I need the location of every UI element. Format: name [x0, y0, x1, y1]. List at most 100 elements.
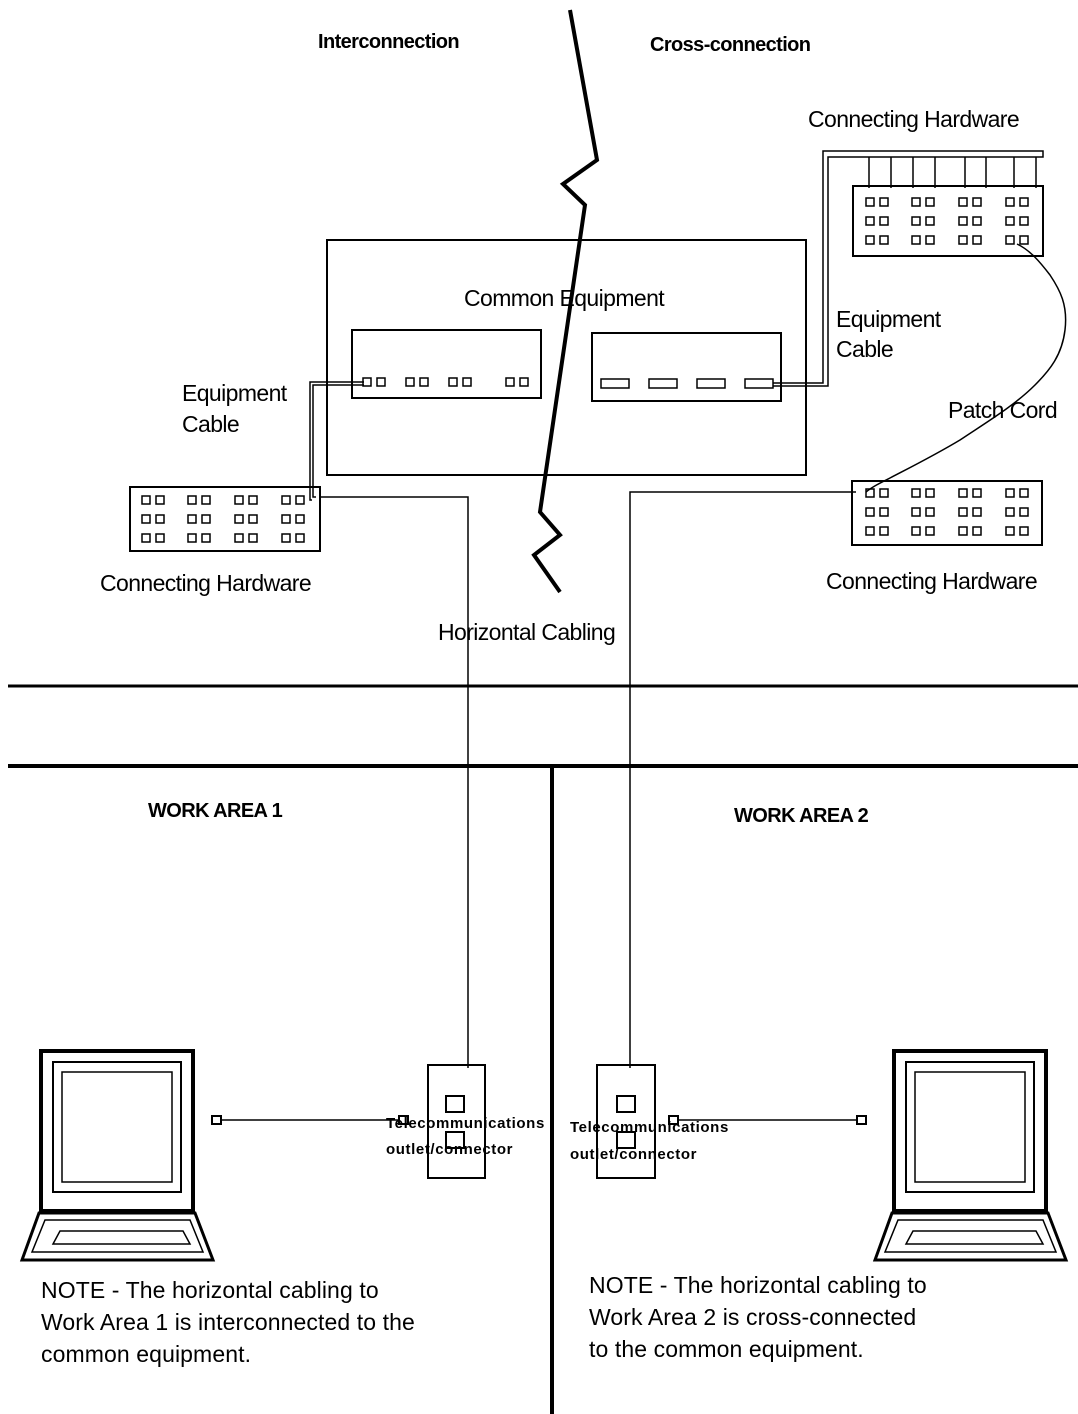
telecom-outlet-2 [596, 1064, 656, 1179]
note-wa2-line1: NOTE - The horizontal cabling to [589, 1272, 927, 1298]
port [187, 533, 197, 543]
label-outlet-1-line2: outlet/connector [386, 1141, 513, 1158]
port [879, 235, 889, 245]
port [141, 495, 151, 505]
separator-break-line [531, 9, 600, 594]
port [958, 507, 968, 517]
label-equipment-cable-left-2: Cable [182, 411, 239, 437]
port [1005, 488, 1015, 498]
label-equipment-cable-right-1: Equipment [836, 306, 942, 332]
equipment-cable-left-inner [312, 384, 364, 498]
port [141, 533, 151, 543]
label-equipment-cable-left-1: Equipment [182, 380, 288, 406]
port [972, 488, 982, 498]
equipment-right-ports [600, 378, 774, 389]
port [201, 533, 211, 543]
port [972, 526, 982, 536]
note-wa2-line2: Work Area 2 is cross-connected [589, 1304, 916, 1330]
top-bus-cable [773, 150, 1044, 387]
label-horizontal-cabling: Horizontal Cabling [438, 619, 615, 645]
label-cross-connection: Cross-connection [650, 34, 810, 56]
work-area-2-cable [668, 1115, 867, 1125]
port [958, 526, 968, 536]
horizontal-cable-wa1 [320, 496, 469, 1068]
port [1019, 507, 1029, 517]
port [879, 526, 889, 536]
port [1005, 197, 1015, 207]
port [911, 235, 921, 245]
port [201, 514, 211, 524]
label-outlet-2-line2: outlet/connector [570, 1146, 697, 1163]
port [1019, 526, 1029, 536]
label-interconnection: Interconnection [318, 31, 459, 53]
note-wa1-line1: NOTE - The horizontal cabling to [41, 1277, 379, 1303]
port [958, 197, 968, 207]
port [972, 197, 982, 207]
label-work-area-1: WORK AREA 1 [148, 800, 283, 822]
port [155, 514, 165, 524]
telecom-outlet-1 [427, 1064, 486, 1179]
port [201, 495, 211, 505]
left-hardware-ports [141, 495, 305, 543]
port [925, 216, 935, 226]
label-equipment-cable-right-2: Cable [836, 336, 893, 362]
equipment-left-ports [362, 377, 529, 387]
top-bus-drops [868, 157, 1037, 188]
port [248, 533, 258, 543]
port [1019, 488, 1029, 498]
port [879, 197, 889, 207]
label-connecting-hardware-right: Connecting Hardware [826, 568, 1037, 594]
top-right-hardware-ports [865, 197, 1029, 245]
horizontal-cable-wa2 [629, 491, 856, 1068]
port [879, 216, 889, 226]
label-patch-cord: Patch Cord [948, 397, 1057, 423]
label-outlet-1-line1: Telecommunications [386, 1115, 545, 1132]
equipment-right-panel [591, 332, 782, 402]
laptop-work-area-2 [872, 1049, 1069, 1262]
port [879, 488, 889, 498]
port [248, 495, 258, 505]
port [925, 197, 935, 207]
port [925, 488, 935, 498]
connecting-hardware-right [851, 480, 1043, 546]
port [911, 488, 921, 498]
port [879, 507, 889, 517]
note-wa1-line3: common equipment. [41, 1341, 251, 1367]
port [958, 488, 968, 498]
label-connecting-hardware-top-right: Connecting Hardware [808, 106, 1019, 132]
equipment-cable-left [309, 381, 364, 501]
port [972, 216, 982, 226]
port [958, 235, 968, 245]
note-wa2-line3: to the common equipment. [589, 1336, 864, 1362]
port [295, 495, 305, 505]
port [1019, 197, 1029, 207]
common-equipment-box [326, 239, 807, 476]
port [281, 495, 291, 505]
port [248, 514, 258, 524]
label-work-area-2: WORK AREA 2 [734, 805, 869, 827]
port [281, 533, 291, 543]
label-common-equipment: Common Equipment [464, 285, 665, 311]
port [1005, 235, 1015, 245]
work-area-1-cable [211, 1115, 409, 1125]
port [925, 507, 935, 517]
port [865, 526, 875, 536]
port [234, 495, 244, 505]
port [925, 235, 935, 245]
port [234, 533, 244, 543]
port [1005, 216, 1015, 226]
port [187, 514, 197, 524]
port [141, 514, 151, 524]
port [1005, 507, 1015, 517]
port [911, 526, 921, 536]
port [155, 495, 165, 505]
port [1019, 216, 1029, 226]
port [1019, 235, 1029, 245]
equipment-left-panel [351, 329, 542, 399]
port [865, 235, 875, 245]
port [911, 197, 921, 207]
port [865, 216, 875, 226]
port [972, 235, 982, 245]
